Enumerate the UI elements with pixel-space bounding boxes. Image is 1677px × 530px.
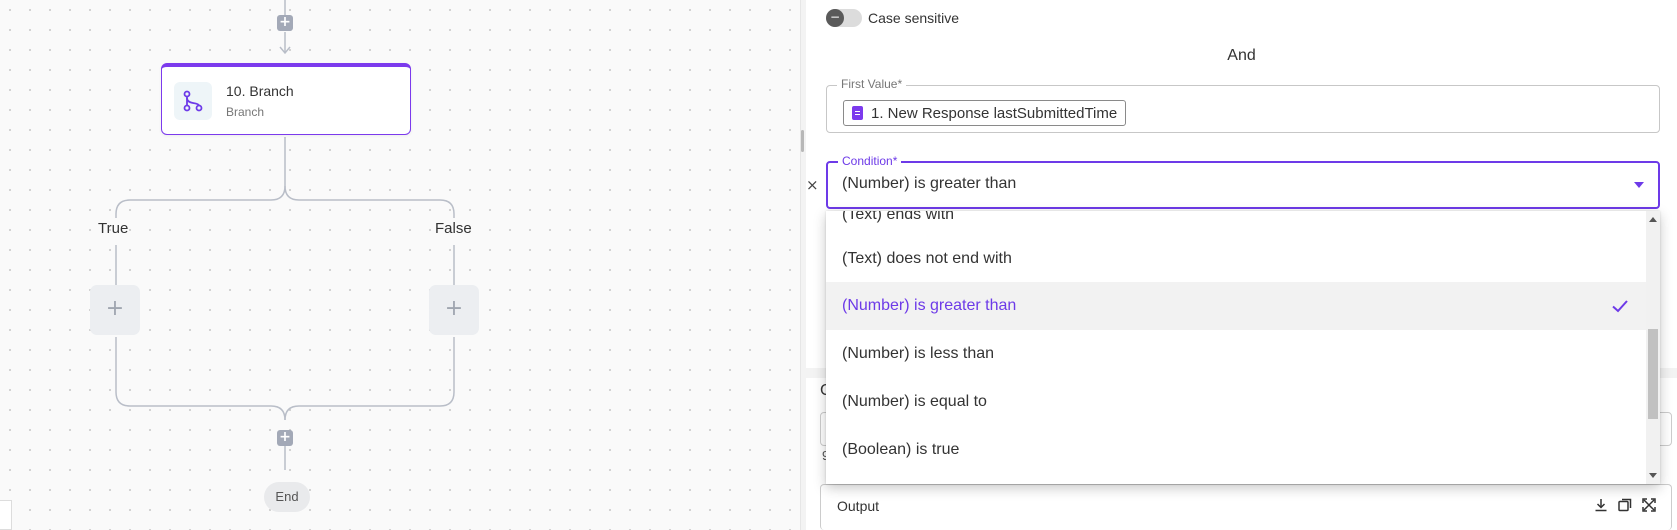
scrollbar-thumb[interactable] xyxy=(1648,329,1658,419)
condition-select[interactable]: Condition* (Number) is greater than xyxy=(826,154,1660,209)
flow-canvas[interactable]: + 10. Branch Branch True False + + + End xyxy=(0,0,800,530)
step-settings-panel: − Case sensitive And First Value* 1. New… xyxy=(806,0,1677,530)
minus-icon: − xyxy=(826,9,844,27)
end-node: End xyxy=(264,482,310,512)
remove-condition-button[interactable]: × xyxy=(806,176,819,194)
logic-operator-label: And xyxy=(1227,47,1256,64)
condition-option[interactable]: (Text) ends with xyxy=(842,211,955,223)
dropdown-scrollbar[interactable] xyxy=(1646,211,1660,484)
true-branch-label: True xyxy=(98,220,129,237)
condition-option-label: (Number) is greater than xyxy=(842,297,1017,314)
section-heading-partial: C xyxy=(820,382,832,400)
output-label: Output xyxy=(837,498,880,514)
first-value-legend: First Value* xyxy=(837,77,907,91)
add-step-true-button[interactable]: + xyxy=(90,285,140,335)
condition-legend: Condition* xyxy=(838,154,902,168)
scroll-up-arrow-icon[interactable] xyxy=(1649,217,1657,222)
first-value-chip[interactable]: 1. New Response lastSubmittedTime xyxy=(843,100,1127,126)
connector-lines xyxy=(115,0,455,470)
case-sensitive-toggle[interactable]: − xyxy=(826,9,862,27)
output-section: Output xyxy=(820,484,1672,530)
condition-dropdown-menu[interactable]: (Text) ends with (Text) does not end wit… xyxy=(826,211,1660,484)
branch-node-subtitle: Branch xyxy=(226,104,265,119)
scroll-down-arrow-icon[interactable] xyxy=(1649,473,1657,478)
add-step-button-top[interactable]: + xyxy=(277,15,293,31)
condition-option[interactable]: (Number) is equal to xyxy=(842,393,987,410)
add-step-false-button[interactable]: + xyxy=(429,285,479,335)
expand-icon[interactable] xyxy=(1641,497,1657,513)
copy-icon[interactable] xyxy=(1617,497,1633,513)
branch-node[interactable]: 10. Branch Branch xyxy=(161,63,411,135)
branch-node-title: 10. Branch xyxy=(226,82,294,99)
condition-option[interactable]: (Boolean) is true xyxy=(842,441,960,458)
document-icon xyxy=(852,106,863,120)
add-step-button-bottom[interactable]: + xyxy=(277,430,293,446)
false-branch-label: False xyxy=(435,220,472,237)
condition-option[interactable]: (Number) is less than xyxy=(842,345,995,362)
condition-option[interactable]: (Text) does not end with xyxy=(842,250,1012,267)
condition-option-selected[interactable]: (Number) is greater than xyxy=(826,282,1646,330)
panel-splitter[interactable] xyxy=(800,0,806,530)
case-sensitive-row: − Case sensitive xyxy=(826,9,959,27)
splitter-grip[interactable] xyxy=(801,130,804,152)
branch-icon xyxy=(174,81,212,120)
first-value-chip-text: 1. New Response lastSubmittedTime xyxy=(871,104,1118,122)
chevron-down-icon[interactable] xyxy=(1634,182,1644,188)
checkmark-icon xyxy=(1612,300,1628,313)
canvas-corner-panel xyxy=(0,500,12,530)
download-icon[interactable] xyxy=(1593,497,1609,513)
first-value-field[interactable]: First Value* 1. New Response lastSubmitt… xyxy=(826,77,1660,133)
condition-selected-value: (Number) is greater than xyxy=(842,175,1017,192)
background-text-partial: 9 xyxy=(822,448,829,463)
case-sensitive-label: Case sensitive xyxy=(868,10,960,26)
